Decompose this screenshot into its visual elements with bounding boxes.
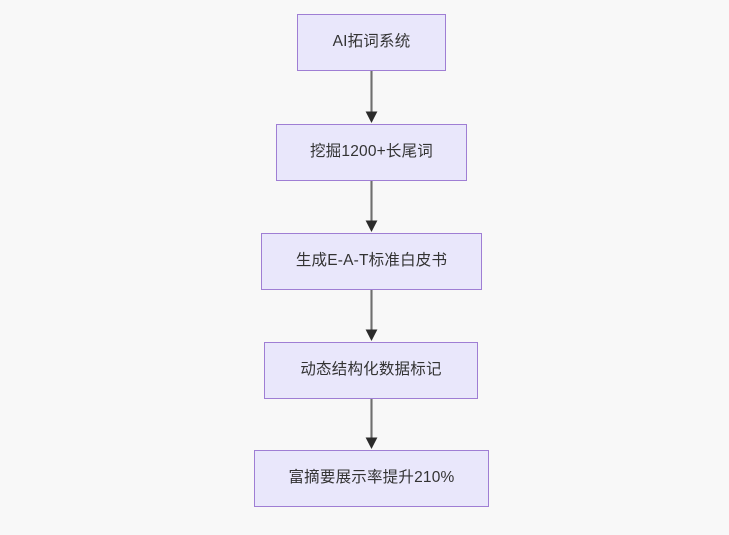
flow-node-mine-longtail-keywords[interactable]: 挖掘1200+长尾词 <box>276 124 467 181</box>
flow-node-label: AI拓词系统 <box>332 33 411 51</box>
flow-node-rich-snippet-impression-lift[interactable]: 富摘要展示率提升210% <box>254 450 489 507</box>
flow-node-ai-keyword-system[interactable]: AI拓词系统 <box>297 14 446 71</box>
edge-n3-n4 <box>365 399 378 449</box>
flow-node-label: 动态结构化数据标记 <box>300 361 442 379</box>
flow-node-label: 生成E-A-T标准白皮书 <box>295 252 448 270</box>
flow-node-generate-eat-whitepaper[interactable]: 生成E-A-T标准白皮书 <box>261 233 482 290</box>
flow-node-label: 富摘要展示率提升210% <box>288 469 455 487</box>
edge-n2-n3 <box>365 290 378 341</box>
edge-n0-n1 <box>365 71 378 123</box>
flow-node-dynamic-structured-data-markup[interactable]: 动态结构化数据标记 <box>264 342 478 399</box>
flow-node-label: 挖掘1200+长尾词 <box>309 143 434 161</box>
edge-n1-n2 <box>365 181 378 232</box>
